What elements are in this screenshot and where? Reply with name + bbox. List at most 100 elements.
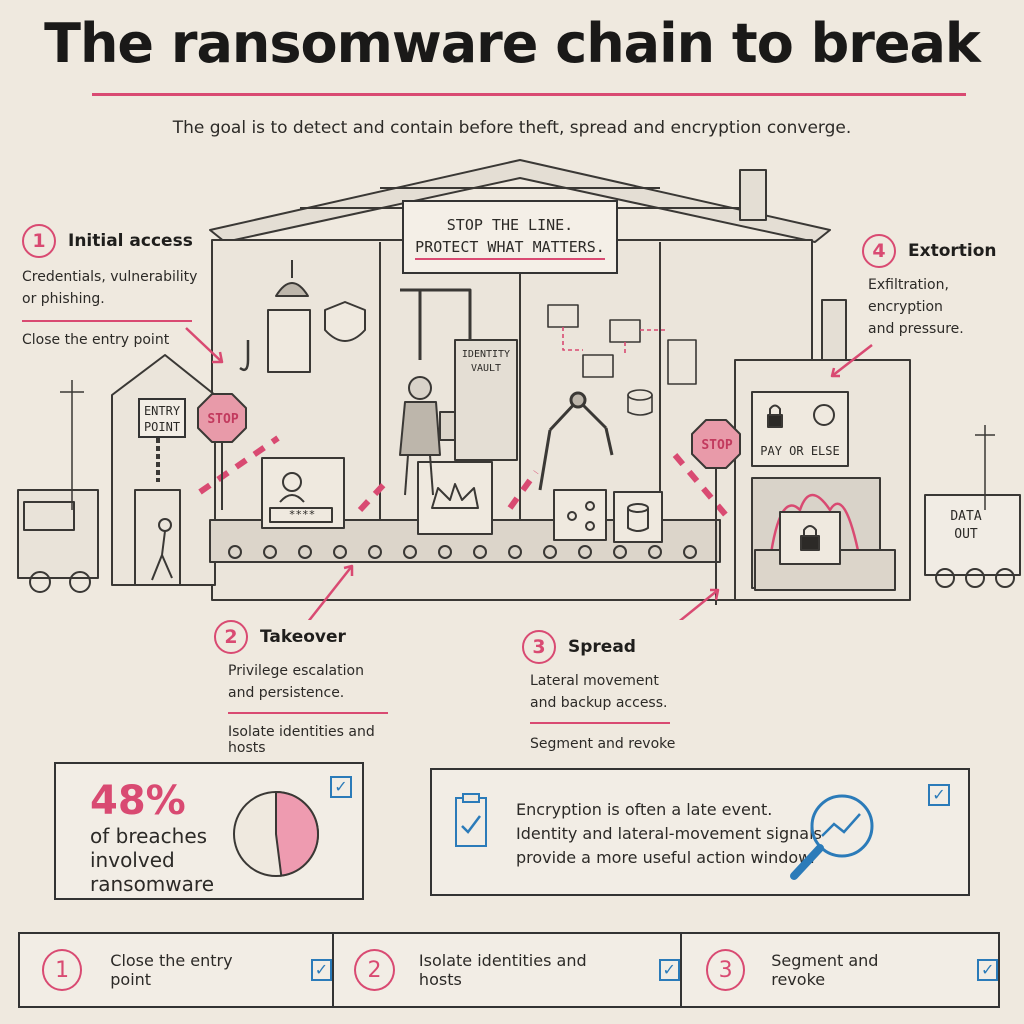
stage-4-desc-line: and pressure. — [868, 321, 964, 337]
stage-1-desc-line: or phishing. — [22, 291, 105, 307]
action-item-1: 1 Close the entry point ✓ — [20, 934, 334, 1006]
check-icon: ✓ — [977, 959, 998, 981]
crate-crown — [417, 461, 493, 535]
power-pole — [975, 425, 995, 510]
action-item-2: 2 Isolate identities and hosts ✓ — [334, 934, 682, 1006]
sign-line-2: PROTECT WHAT MATTERS. — [415, 236, 605, 260]
stage-3-action: Segment and revoke — [530, 736, 676, 752]
stage-4-title: Extortion — [908, 241, 997, 261]
stage-3-heading: 3 Spread — [522, 630, 722, 664]
stat-caption: of breaches involved ransomware — [90, 824, 214, 896]
stage-4-description: Exfiltration, encryption and pressure. — [868, 274, 1022, 340]
walking-person-figure — [151, 518, 173, 581]
stage-1-description: Credentials, vulnerability or phishing. — [22, 266, 222, 310]
lamp-icon — [275, 260, 309, 297]
power-pole — [60, 380, 84, 510]
check-icon: ✓ — [928, 784, 950, 806]
check-icon: ✓ — [310, 959, 332, 981]
entry-label: ENTRY — [143, 404, 181, 418]
magnifier-icon — [790, 794, 874, 880]
note-text: Encryption is often a late event. Identi… — [516, 798, 822, 870]
crate-database — [613, 491, 663, 543]
entry-door — [134, 489, 181, 586]
page-subtitle: The goal is to detect and contain before… — [172, 118, 852, 138]
note-line: Identity and lateral-movement signals — [516, 824, 822, 843]
stage-1-number: 1 — [22, 224, 56, 258]
credential-poster — [267, 309, 311, 373]
entry-building — [111, 354, 216, 586]
stage-2-number: 2 — [214, 620, 248, 654]
network-diagram — [547, 304, 697, 416]
stop-the-line-sign: STOP THE LINE. PROTECT WHAT MATTERS. — [402, 200, 618, 274]
stage-3-description: Lateral movement and backup access. — [530, 670, 722, 714]
skull-icon — [813, 404, 835, 426]
pay-or-else-label: PAY OR ELSE — [760, 444, 840, 458]
identity-vault-door — [454, 339, 518, 461]
note-box: Encryption is often a late event. Identi… — [430, 768, 970, 896]
stat-caption-line: of breaches — [90, 824, 208, 848]
point-label: POINT — [143, 420, 181, 434]
check-icon: ✓ — [330, 776, 352, 798]
stage-4-callout: 4 Extortion Exfiltration, encryption and… — [862, 234, 1022, 340]
truck-right — [924, 494, 1021, 588]
stage-2-rule — [228, 712, 388, 714]
stage-1-action: Close the entry point — [22, 332, 170, 348]
ransom-panel — [751, 391, 849, 467]
stage-4-heading: 4 Extortion — [862, 234, 1022, 268]
action-2-number: 2 — [354, 949, 395, 991]
crate-share — [553, 489, 607, 541]
clipboard-icon — [455, 793, 487, 847]
sign-line-1: STOP THE LINE. — [446, 216, 574, 234]
callout-arrow-2 — [307, 565, 353, 620]
action-3-number: 3 — [706, 949, 746, 991]
stage-3-rule — [530, 722, 670, 724]
stop-sign-left-shape — [197, 393, 247, 510]
callout-arrow-4 — [831, 344, 873, 377]
stage-2-desc-line: and persistence. — [228, 685, 345, 701]
stage-1-title: Initial access — [68, 231, 193, 251]
password-mask: **** — [288, 508, 316, 521]
title-underline — [92, 93, 966, 96]
stop-sign-left: STOP — [207, 412, 239, 427]
stage-4-desc-line: Exfiltration, encryption — [868, 277, 949, 315]
stat-caption-line: involved — [90, 848, 175, 872]
stop-sign-right-shape — [691, 419, 741, 605]
stage-2-title: Takeover — [260, 627, 346, 647]
barrier-arm — [507, 470, 539, 510]
out-label: OUT — [954, 527, 978, 542]
conveyor-belt-right — [754, 549, 896, 591]
stage-4-number: 4 — [862, 234, 896, 268]
stage-3-number: 3 — [522, 630, 556, 664]
stage-1-callout: 1 Initial access Credentials, vulnerabil… — [22, 224, 222, 348]
chimney — [739, 169, 767, 221]
action-3-label: Segment and revoke — [771, 951, 879, 989]
stat-value: 48% — [90, 778, 186, 824]
data-label: DATA — [950, 509, 982, 524]
stage-1-desc-line: Credentials, vulnerability — [22, 269, 198, 285]
action-1-number: 1 — [42, 949, 83, 991]
identity-label: IDENTITY — [461, 349, 511, 360]
chimney — [821, 299, 847, 361]
barrier-arm — [198, 435, 280, 495]
pie-slice-ransomware — [275, 790, 319, 877]
check-icon: ✓ — [658, 959, 680, 981]
identity-vault-label: IDENTITY VAULT — [455, 348, 517, 376]
stage-3-desc-line: Lateral movement — [530, 673, 659, 689]
stop-sign-right: STOP — [701, 438, 733, 453]
stage-1-rule — [22, 320, 192, 322]
conveyor-rollers — [228, 545, 697, 559]
stage-3-desc-line: and backup access. — [530, 695, 668, 711]
stat-box: 48% of breaches involved ransomware ✓ — [54, 762, 364, 900]
action-item-3: 3 Segment and revoke ✓ — [682, 934, 998, 1006]
barrier-arm — [672, 453, 733, 522]
crate-identity — [261, 457, 345, 529]
stage-3-title: Spread — [568, 637, 636, 657]
stage-2-description: Privilege escalation and persistence. — [228, 660, 414, 704]
callout-arrow-1 — [185, 327, 223, 363]
stat-caption-line: ransomware — [90, 872, 214, 896]
note-line: Encryption is often a late event. — [516, 800, 773, 819]
hook-icon — [239, 340, 250, 371]
shield-icon — [324, 301, 366, 342]
action-strip: 1 Close the entry point ✓ 2 Isolate iden… — [18, 932, 1000, 1008]
barrier-arm — [357, 477, 391, 513]
